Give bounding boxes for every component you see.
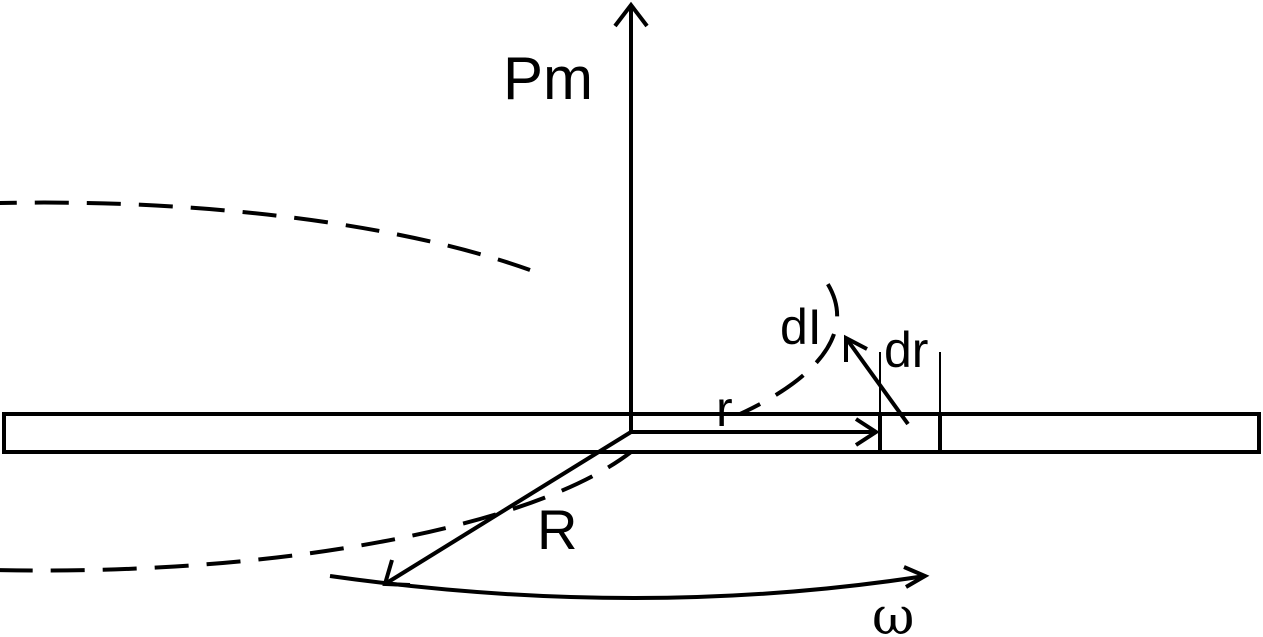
pm-axis-arrow xyxy=(613,1,649,432)
omega-label: ω xyxy=(872,587,914,637)
r-label: r xyxy=(716,381,733,437)
di-label: dI xyxy=(780,299,822,355)
disk-ellipse-dashed-left xyxy=(0,200,633,573)
dr-label: dr xyxy=(884,322,928,378)
pm-label: Pm xyxy=(503,45,593,112)
big-r-radius-arrow xyxy=(382,430,633,587)
di-current-arrow xyxy=(844,334,910,426)
omega-rotation-arrow xyxy=(329,565,930,600)
big-r-label: R xyxy=(537,498,577,561)
r-radius-arrow xyxy=(631,417,880,447)
